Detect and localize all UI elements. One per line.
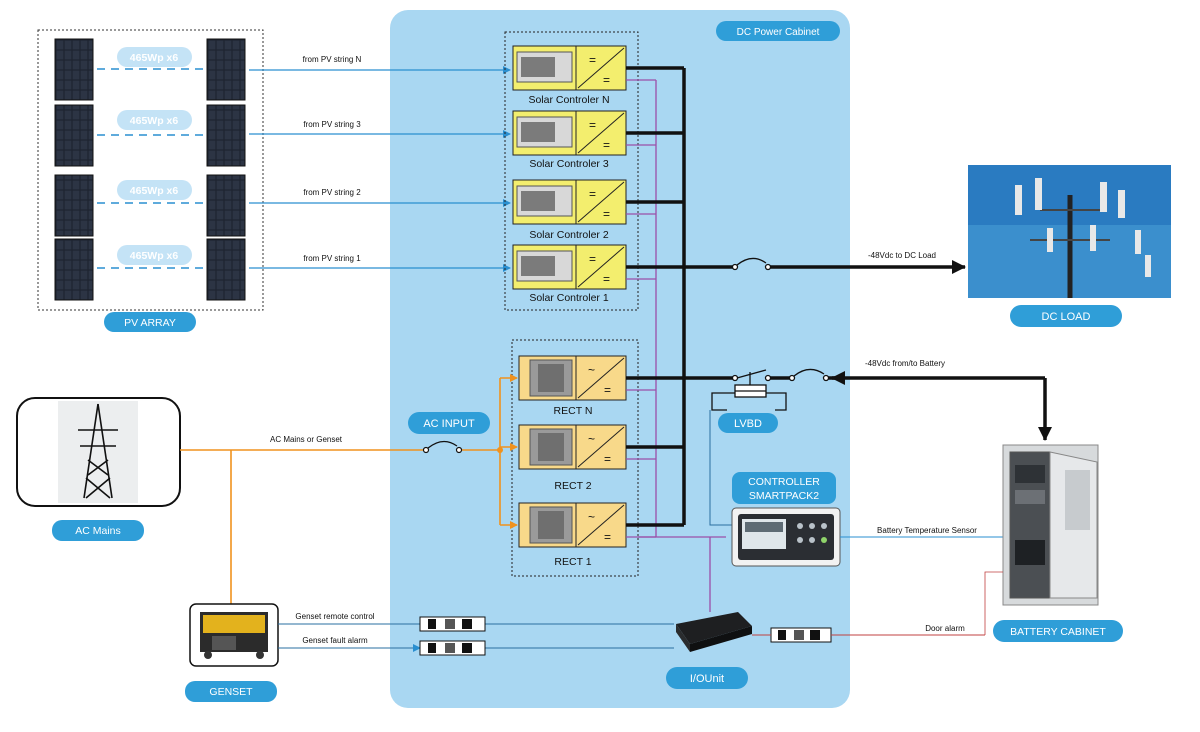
panel-rating-pill xyxy=(117,245,192,265)
io-unit-device xyxy=(676,612,752,652)
battery-cabinet-image xyxy=(1002,444,1099,606)
genset-label: GENSET xyxy=(209,686,253,698)
solar-controller-label: Solar Controler N xyxy=(528,94,609,106)
pv-panel xyxy=(54,174,94,237)
rectifier-group xyxy=(511,339,639,577)
panel-rating-pill xyxy=(117,180,192,200)
ac-mains-label: AC Mains xyxy=(75,525,121,537)
solar-controller-3: = = Solar Controler 3 xyxy=(512,110,627,170)
relay-module xyxy=(770,627,832,643)
solar-controller-1: = = Solar Controler 1 xyxy=(512,244,627,304)
solar-controller-label: Solar Controler 1 xyxy=(529,292,609,304)
pv-array-label: PV ARRAY xyxy=(124,317,176,329)
pv-panel xyxy=(54,104,94,167)
ac-mains-pill: AC Mains xyxy=(52,520,144,541)
ac-input-pill: AC INPUT xyxy=(408,412,490,434)
genset-fault-label: Genset fault alarm xyxy=(302,636,368,645)
svg-text:=: = xyxy=(604,383,611,397)
battery-cabinet-label: BATTERY CABINET xyxy=(1010,626,1106,638)
signal-bus xyxy=(626,79,726,612)
svg-text:~: ~ xyxy=(588,432,595,446)
svg-text:=: = xyxy=(589,187,596,201)
rectifier-label: RECT N xyxy=(554,405,593,417)
battery-link xyxy=(828,371,1052,441)
solar-controller-n: = = Solar Controler N xyxy=(512,45,627,106)
panel-rating-pill xyxy=(117,110,192,130)
battery-line-label: -48Vdc from/to Battery xyxy=(865,359,945,368)
svg-text:~: ~ xyxy=(588,510,595,524)
relay-module xyxy=(419,640,486,656)
svg-text:~: ~ xyxy=(588,363,595,377)
pv-panel xyxy=(54,38,94,101)
rectifier-label: RECT 1 xyxy=(554,556,591,568)
pv-panel xyxy=(206,238,246,301)
rectifier-label: RECT 2 xyxy=(554,480,591,492)
controller-label-1: CONTROLLER xyxy=(748,476,820,488)
pv-string-label: from PV string 1 xyxy=(303,254,361,263)
dc-bus xyxy=(626,66,966,527)
solar-controller-label: Solar Controler 3 xyxy=(529,158,609,170)
svg-text:=: = xyxy=(603,207,610,221)
dc-load-breaker xyxy=(731,257,772,271)
panel-rating: 465Wp x6 xyxy=(130,185,179,197)
pv-panel xyxy=(206,38,246,101)
controller-label-2: SMARTPACK2 xyxy=(749,490,819,502)
svg-text:=: = xyxy=(589,53,596,67)
svg-text:=: = xyxy=(604,530,611,544)
panel-rating: 465Wp x6 xyxy=(130,52,179,64)
rectifier-n: ~ = RECT N xyxy=(518,355,627,417)
dc-load-pill: DC LOAD xyxy=(1010,305,1122,327)
pv-panel xyxy=(54,238,94,301)
lvbd-control-line xyxy=(709,410,732,526)
genset-signal-lines xyxy=(278,623,674,652)
dc-load-label: DC LOAD xyxy=(1042,311,1091,323)
pv-string-label: from PV string 3 xyxy=(303,120,361,129)
genset-image xyxy=(189,603,279,667)
battery-cabinet-pill: BATTERY CABINET xyxy=(993,620,1123,642)
door-alarm-label: Door alarm xyxy=(925,624,965,633)
svg-text:=: = xyxy=(603,138,610,152)
pv-string-label: from PV string N xyxy=(303,55,362,64)
solar-controllers-group xyxy=(504,31,639,311)
cabinet-title-pill: DC Power Cabinet xyxy=(716,21,840,41)
ac-input-breaker xyxy=(422,440,463,454)
pv-array-label-pill: PV ARRAY xyxy=(104,312,196,332)
ac-line-label: AC Mains or Genset xyxy=(270,435,343,444)
temp-sensor-label: Battery Temperature Sensor xyxy=(877,526,977,535)
lvbd-pill: LVBD xyxy=(718,413,778,433)
svg-text:=: = xyxy=(589,118,596,132)
cabinet-title: DC Power Cabinet xyxy=(737,27,820,38)
pv-string-label: from PV string 2 xyxy=(303,188,361,197)
solar-controller-label: Solar Controler 2 xyxy=(529,229,609,241)
pv-panel xyxy=(206,174,246,237)
svg-text:=: = xyxy=(603,272,610,286)
svg-text:=: = xyxy=(589,252,596,266)
panel-rating: 465Wp x6 xyxy=(130,250,179,262)
pv-rows: 465Wp x6 465Wp x6 465Wp x6 465Wp x6 xyxy=(54,38,246,301)
pv-panel xyxy=(206,104,246,167)
svg-text:=: = xyxy=(604,452,611,466)
dc-load-tower-image xyxy=(968,165,1171,298)
solar-controller-2: = = Solar Controler 2 xyxy=(512,179,627,241)
lvbd-contactor xyxy=(711,368,830,411)
genset-pill: GENSET xyxy=(185,681,277,702)
lvbd-label: LVBD xyxy=(734,418,762,430)
io-unit-pill: I/OUnit xyxy=(666,667,748,689)
genset-remote-label: Genset remote control xyxy=(295,612,374,621)
panel-rating-pill xyxy=(117,47,192,67)
relay-module xyxy=(419,616,486,632)
dc-load-line-label: -48Vdc to DC Load xyxy=(868,251,936,260)
smartpack2-controller xyxy=(731,507,841,567)
ac-input-label: AC INPUT xyxy=(423,418,475,430)
svg-text:=: = xyxy=(603,73,610,87)
rectifier-2: ~ = RECT 2 xyxy=(518,424,627,492)
rectifier-1: ~ = RECT 1 xyxy=(518,502,627,568)
io-unit-label: I/OUnit xyxy=(690,673,724,685)
controller-pill: CONTROLLER SMARTPACK2 xyxy=(732,472,836,504)
panel-rating: 465Wp x6 xyxy=(130,115,179,127)
transmission-tower-icon xyxy=(58,401,138,503)
